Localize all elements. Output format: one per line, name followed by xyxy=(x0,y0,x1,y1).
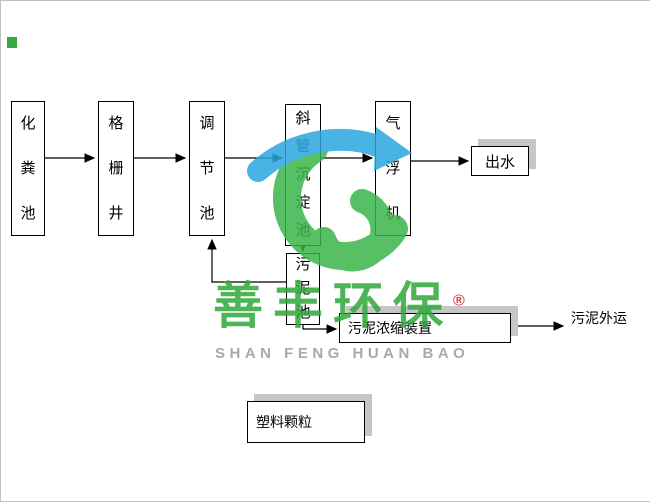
box-air-flotation-machine: 气浮机 xyxy=(375,101,411,236)
box-effluent: 出水 xyxy=(471,146,529,176)
box-regulating-tank-label: 调节池 xyxy=(199,115,215,222)
box-sludge-thickener-label: 污泥浓缩装置 xyxy=(348,320,432,336)
box-inclined-tube-sedimentation-tank: 斜管沉淀池 xyxy=(285,104,321,246)
box-grid-well: 格栅井 xyxy=(98,101,134,236)
box-sludge-tank-label: 污泥池 xyxy=(295,256,311,321)
box-septic-tank-label: 化粪池 xyxy=(20,115,36,222)
sludge-out-label: 污泥外运 xyxy=(571,310,627,326)
box-sludge-thickener: 污泥浓缩装置 xyxy=(339,313,511,343)
green-marker xyxy=(7,37,17,48)
box-septic-tank: 化粪池 xyxy=(11,101,45,236)
box-plastic-granules-label: 塑料颗粒 xyxy=(256,414,312,430)
box-sedimentation-label: 斜管沉淀池 xyxy=(295,110,311,239)
box-plastic-granules: 塑料颗粒 xyxy=(247,401,365,443)
box-sludge-tank: 污泥池 xyxy=(286,253,320,325)
box-air-flotation-label: 气浮机 xyxy=(385,115,401,222)
box-effluent-label: 出水 xyxy=(484,153,515,171)
box-grid-well-label: 格栅井 xyxy=(108,115,124,222)
box-regulating-tank: 调节池 xyxy=(189,101,225,236)
